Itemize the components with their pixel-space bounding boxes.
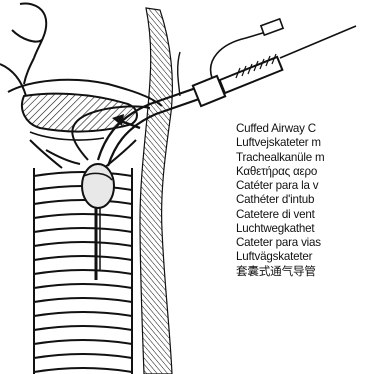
label-spanish: Catéter para la v: [236, 179, 367, 193]
label-french: Cathéter d'intub: [236, 193, 367, 207]
label-english: Cuffed Airway C: [236, 122, 367, 136]
catheter-hub: [193, 54, 283, 106]
label-danish: Luftvejskateter m: [236, 136, 367, 150]
stylet-wire: [211, 19, 356, 78]
label-greek: Καθετήρας αερο: [236, 165, 367, 179]
catheter-cuff: [82, 164, 114, 208]
label-portuguese: Cateter para vias: [236, 236, 367, 250]
pilot-line: [178, 52, 180, 96]
trachea: [34, 168, 132, 374]
head-outline: [0, 4, 162, 106]
label-chinese: 套囊式通气导管: [236, 265, 367, 279]
multilingual-label-list: Cuffed Airway C Luftvejskateter m Trache…: [236, 122, 367, 279]
label-swedish: Luftvägskateter: [236, 250, 367, 264]
label-german: Trachealkanüle m: [236, 151, 367, 165]
label-dutch: Luchtwegkathet: [236, 222, 367, 236]
spine-shading: [140, 8, 172, 374]
label-italian: Catetere di vent: [236, 208, 367, 222]
